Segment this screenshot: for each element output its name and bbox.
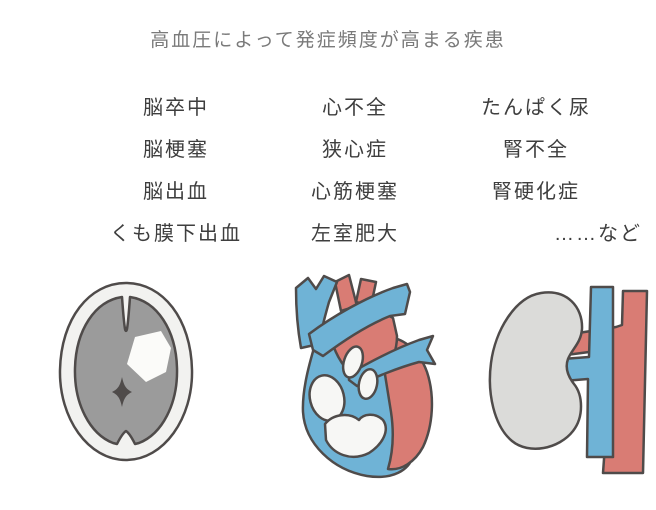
kidney-illustration bbox=[488, 285, 649, 475]
disease-list-heart: 心不全 狭心症 心筋梗塞 左室肥大 bbox=[245, 87, 465, 255]
heart-illustration bbox=[294, 273, 437, 479]
disease-item: 脳卒中 bbox=[143, 97, 209, 119]
page-title: 高血圧によって発症頻度が高まる疾患 bbox=[150, 30, 506, 51]
brain-ct-illustration bbox=[58, 281, 194, 462]
disease-list-brain: 脳卒中 脳梗塞 脳出血 くも膜下出血 bbox=[66, 87, 286, 255]
disease-item: 脳出血 bbox=[143, 181, 209, 203]
disease-item: 脳梗塞 bbox=[143, 139, 209, 161]
disease-list-kidney: たんぱく尿 腎不全 腎硬化症 ……など bbox=[426, 87, 646, 255]
ventricle-shape bbox=[112, 377, 132, 407]
disease-item: 心不全 bbox=[322, 97, 388, 119]
disease-item: たんぱく尿 bbox=[481, 97, 591, 119]
disease-item: 左室肥大 bbox=[311, 223, 399, 245]
disease-item: 腎不全 bbox=[503, 139, 569, 161]
disease-item: くも膜下出血 bbox=[110, 223, 242, 245]
left-atrium-shape bbox=[357, 367, 379, 401]
disease-item: ……など bbox=[554, 223, 642, 245]
disease-item: 腎硬化症 bbox=[492, 181, 580, 203]
disease-item: 心筋梗塞 bbox=[311, 181, 399, 203]
disease-item: 狭心症 bbox=[322, 139, 388, 161]
left-atrium-shape bbox=[341, 345, 365, 379]
right-ventricle-shape bbox=[323, 413, 387, 458]
lesion-shape bbox=[127, 331, 171, 382]
